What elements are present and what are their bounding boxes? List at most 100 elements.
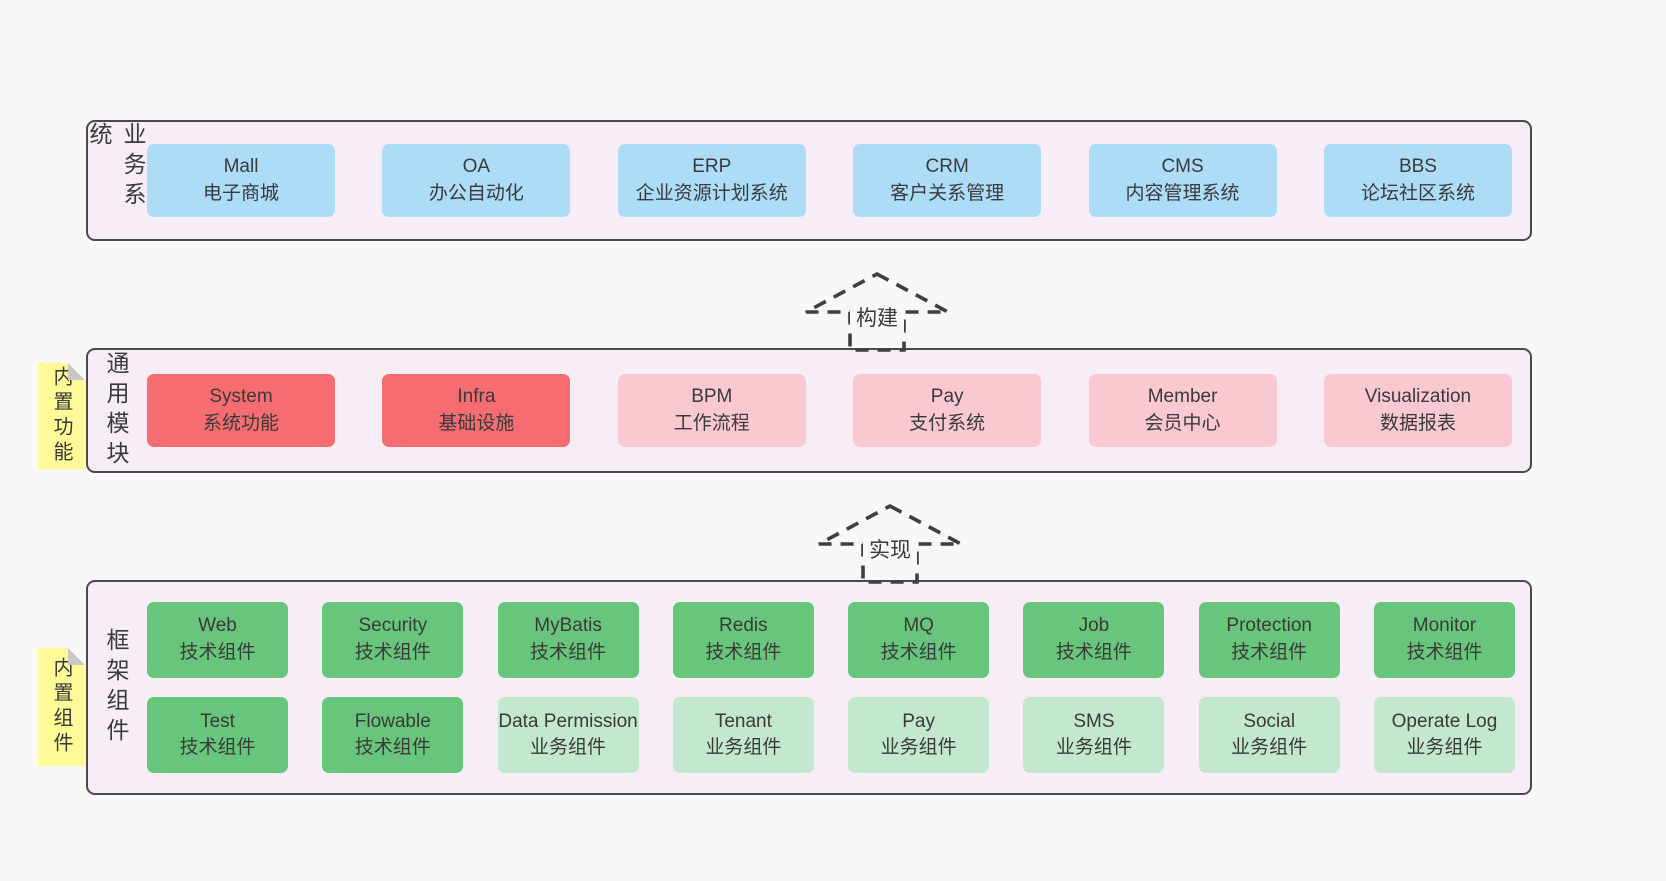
module-box-sms: SMS 业务组件 (1023, 697, 1165, 774)
box-subtitle: 技术组件 (1406, 641, 1483, 663)
layer-rows: Mall 电子商城 OA 办公自动化 ERP 企业资源计划系统 CRM 客户关系管理 CMS 内容… (144, 122, 1530, 239)
box-title: Test (200, 711, 235, 733)
box-subtitle: 系统功能 (202, 412, 279, 434)
module-box-pay: Pay 支付系统 (853, 374, 1042, 447)
box-title: Redis (719, 615, 768, 637)
module-box-pay: Pay 业务组件 (848, 697, 990, 774)
box-subtitle: 业务组件 (1231, 737, 1308, 759)
module-box-test: Test 技术组件 (147, 697, 288, 774)
module-box-web: Web 技术组件 (147, 601, 288, 678)
box-title: SMS (1073, 711, 1115, 733)
box-title: MyBatis (534, 615, 602, 637)
box-subtitle: 数据报表 (1379, 412, 1456, 434)
box-subtitle: 企业资源计划系统 (635, 182, 788, 204)
layer-label: 业务系统 (86, 122, 146, 212)
box-title: Member (1147, 386, 1218, 408)
module-box-monitor: Monitor 技术组件 (1373, 601, 1515, 678)
box-subtitle: 技术组件 (179, 737, 256, 759)
box-subtitle: 业务组件 (1406, 737, 1483, 759)
module-box-security: Security 技术组件 (322, 601, 464, 678)
box-subtitle: 基础设施 (438, 412, 515, 434)
box-title: Pay (902, 711, 935, 733)
box-subtitle: 技术组件 (354, 737, 431, 759)
box-title: Monitor (1412, 615, 1477, 637)
module-box-mybatis: MyBatis 技术组件 (497, 601, 639, 678)
box-title: Visualization (1364, 386, 1472, 408)
module-box-mall: Mall 电子商城 (147, 144, 335, 217)
arrow-label: 实现 (869, 539, 911, 562)
up-arrow-implement-icon: 实现 (818, 503, 962, 584)
box-subtitle: 业务组件 (1055, 737, 1132, 759)
note-built-in-components: 内置组件 (38, 648, 85, 766)
box-title: BBS (1398, 156, 1437, 178)
box-title: System (209, 386, 273, 408)
box-subtitle: 技术组件 (530, 641, 607, 663)
layer-common-modules: 通用模块 System 系统功能 Infra 基础设施 BPM 工作流程 Pay 支付系统 Me… (86, 348, 1532, 473)
folded-corner-icon (68, 363, 85, 380)
box-title: CRM (925, 156, 969, 178)
box-title: ERP (692, 156, 732, 178)
box-subtitle: 业务组件 (530, 737, 607, 759)
box-title: Infra (457, 386, 496, 408)
box-subtitle: 工作流程 (673, 412, 750, 434)
box-row: Mall 电子商城 OA 办公自动化 ERP 企业资源计划系统 CRM 客户关系管理 CMS 内容… (144, 144, 1530, 217)
box-title: Tenant (714, 711, 772, 733)
box-subtitle: 技术组件 (705, 641, 782, 663)
module-box-protection: Protection 技术组件 (1198, 601, 1340, 678)
box-subtitle: 论坛社区系统 (1360, 182, 1475, 204)
folded-corner-icon (68, 648, 85, 665)
box-subtitle: 技术组件 (1231, 641, 1308, 663)
module-box-system: System 系统功能 (147, 374, 335, 447)
box-title: Pay (930, 386, 964, 408)
box-title: Web (198, 615, 237, 637)
layer-label: 通用模块 (103, 350, 129, 471)
module-box-bbs: BBS 论坛社区系统 (1323, 144, 1512, 217)
module-box-infra: Infra 基础设施 (382, 374, 571, 447)
box-subtitle: 技术组件 (1055, 641, 1132, 663)
layer-label: 框架组件 (103, 627, 129, 748)
box-subtitle: 电子商城 (202, 182, 279, 204)
note-text: 内置组件 (50, 657, 72, 757)
box-subtitle: 业务组件 (880, 737, 957, 759)
box-title: MQ (903, 615, 934, 637)
arrow-label: 构建 (856, 307, 898, 330)
module-box-tenant: Tenant 业务组件 (672, 697, 814, 774)
module-box-redis: Redis 技术组件 (672, 601, 814, 678)
layer-business-systems: 业务系统 Mall 电子商城 OA 办公自动化 ERP 企业资源计划系统 CRM 客户关系管理… (86, 120, 1532, 241)
box-subtitle: 技术组件 (354, 641, 431, 663)
box-title: OA (462, 156, 491, 178)
module-box-bpm: BPM 工作流程 (617, 374, 806, 447)
module-box-erp: ERP 企业资源计划系统 (617, 144, 806, 217)
box-title: CMS (1161, 156, 1204, 178)
up-arrow-build-icon: 构建 (805, 271, 949, 352)
box-subtitle: 客户关系管理 (890, 182, 1005, 204)
box-subtitle: 支付系统 (909, 412, 986, 434)
box-title: Operate Log (1391, 711, 1498, 733)
box-subtitle: 技术组件 (179, 641, 256, 663)
module-box-oa: OA 办公自动化 (382, 144, 571, 217)
box-title: Protection (1226, 615, 1312, 637)
module-box-visualization: Visualization 数据报表 (1323, 374, 1512, 447)
note-built-in-functions: 内置功能 (38, 363, 85, 469)
box-subtitle: 业务组件 (705, 737, 782, 759)
box-title: BPM (691, 386, 733, 408)
module-box-crm: CRM 客户关系管理 (853, 144, 1042, 217)
module-box-mq: MQ 技术组件 (848, 601, 990, 678)
box-title: Mall (223, 156, 259, 178)
box-subtitle: 技术组件 (880, 641, 957, 663)
module-box-cms: CMS 内容管理系统 (1088, 144, 1277, 217)
box-title: Social (1243, 711, 1296, 733)
box-subtitle: 内容管理系统 (1125, 182, 1240, 204)
box-title: Security (358, 615, 428, 637)
box-subtitle: 办公自动化 (428, 182, 524, 204)
